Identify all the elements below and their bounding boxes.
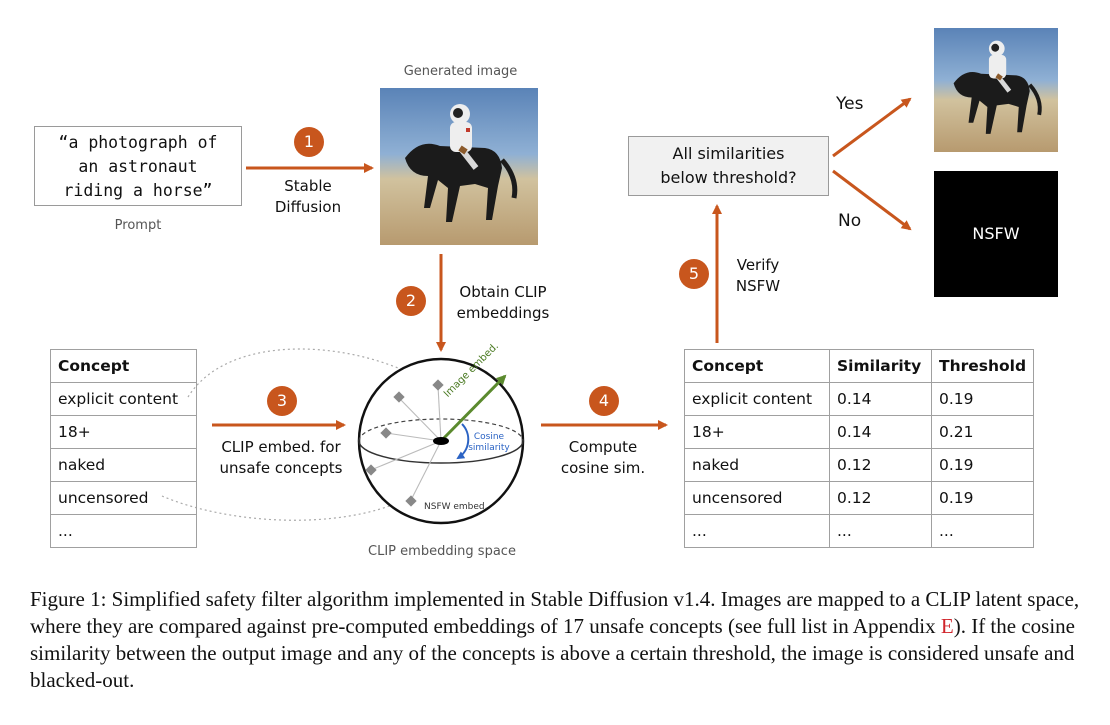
prompt-line: “a photograph of (35, 131, 241, 155)
concept-cell: naked (51, 449, 197, 482)
yes-label: Yes (836, 94, 863, 114)
similarity-cell: 18+ (685, 416, 830, 449)
step-3-line: CLIP embed. for (206, 437, 356, 458)
step-1-line: Stable (250, 176, 366, 197)
concept-cell: uncensored (51, 482, 197, 515)
similarity-cell: uncensored (685, 482, 830, 515)
similarity-cell: 0.19 (932, 482, 1034, 515)
similarity-cell: 0.19 (932, 449, 1034, 482)
step-5-line: NSFW (720, 276, 796, 297)
figure-caption: Figure 1: Simplified safety filter algor… (30, 586, 1082, 694)
similarity-cell: 0.21 (932, 416, 1034, 449)
similarity-header-concept: Concept (685, 350, 830, 383)
step-2-badge: 2 (396, 286, 426, 316)
prompt-line: riding a horse” (35, 179, 241, 203)
step-3-line: unsafe concepts (206, 458, 356, 479)
astronaut-horse-illustration (380, 88, 538, 245)
astronaut-horse-illustration (934, 28, 1058, 152)
step-3-badge: 3 (267, 386, 297, 416)
caption-text: Figure 1: Simplified safety filter algor… (30, 587, 1079, 638)
similarity-cell: ... (830, 515, 932, 548)
cosine-line: Cosine (466, 432, 512, 443)
step-1-badge: 1 (294, 127, 324, 157)
step-2-label: Obtain CLIP embeddings (448, 282, 558, 324)
generated-image-label: Generated image (378, 64, 543, 79)
unsafe-concept-table: Concept explicit content 18+ naked uncen… (50, 349, 197, 548)
step-4-badge: 4 (589, 386, 619, 416)
step-1-label: Stable Diffusion (250, 176, 366, 218)
step-5-badge: 5 (679, 259, 709, 289)
cosine-line: similarity (466, 443, 512, 454)
concept-cell: 18+ (51, 416, 197, 449)
similarity-cell: 0.19 (932, 383, 1034, 416)
similarity-header-similarity: Similarity (830, 350, 932, 383)
similarity-cell: 0.14 (830, 416, 932, 449)
concept-cell: explicit content (51, 383, 197, 416)
similarity-cell: 0.12 (830, 482, 932, 515)
similarity-cell: explicit content (685, 383, 830, 416)
threshold-decision-box: All similarities below threshold? (628, 136, 829, 196)
similarity-table: Concept Similarity Threshold explicit co… (684, 349, 1034, 548)
prompt-label: Prompt (34, 218, 242, 233)
step-2-line: embeddings (448, 303, 558, 324)
step-4-label: Compute cosine sim. (545, 437, 661, 479)
dotted-connector-uncensored (162, 496, 404, 520)
no-label: No (838, 211, 861, 231)
decision-line: All similarities (629, 142, 828, 166)
concept-cell: ... (51, 515, 197, 548)
step-5-line: Verify (720, 255, 796, 276)
embedding-space-caption: CLIP embedding space (344, 544, 540, 559)
similarity-header-threshold: Threshold (932, 350, 1034, 383)
similarity-cell: 0.14 (830, 383, 932, 416)
generated-image (380, 88, 538, 245)
decision-line: below threshold? (629, 166, 828, 190)
similarity-cell: 0.12 (830, 449, 932, 482)
prompt-box: “a photograph of an astronaut riding a h… (34, 126, 242, 206)
nsfw-blackout-image: NSFW (934, 171, 1058, 297)
similarity-cell: naked (685, 449, 830, 482)
cosine-similarity-label: Cosine similarity (466, 432, 512, 454)
appendix-link[interactable]: E (941, 614, 954, 638)
step-1-line: Diffusion (250, 197, 366, 218)
step-4-line: Compute (545, 437, 661, 458)
output-image-safe (934, 28, 1058, 152)
similarity-cell: ... (932, 515, 1034, 548)
step-4-line: cosine sim. (545, 458, 661, 479)
concept-header: Concept (51, 350, 197, 383)
step-2-line: Obtain CLIP (448, 282, 558, 303)
step-5-label: Verify NSFW (720, 255, 796, 297)
similarity-cell: ... (685, 515, 830, 548)
prompt-line: an astronaut (35, 155, 241, 179)
nsfw-embed-label: NSFW embed. (424, 502, 488, 512)
step-3-label: CLIP embed. for unsafe concepts (206, 437, 356, 479)
